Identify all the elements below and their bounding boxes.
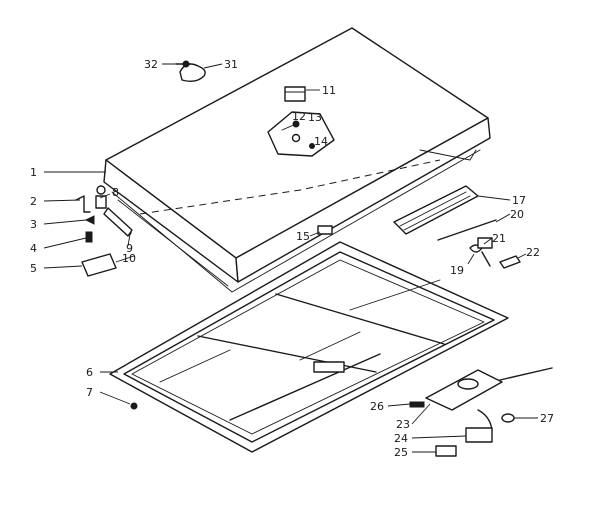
callout-26: 26	[370, 400, 384, 413]
part-11-hinge-cap	[284, 86, 306, 102]
callout-27: 27	[540, 412, 554, 425]
callout-6: 6	[86, 366, 93, 379]
light-assembly	[409, 367, 553, 457]
callout-17: 17	[512, 194, 526, 207]
callout-14: 14	[314, 135, 328, 148]
callout-7: 7	[86, 386, 93, 399]
callout-1: 1	[30, 166, 37, 179]
callout-11: 11	[322, 84, 336, 97]
callout-15: 15	[296, 230, 310, 243]
callout-4: 4	[30, 242, 37, 255]
part-12-14-bracket	[267, 111, 335, 157]
part-7-screw	[130, 402, 138, 410]
callout-13: 13	[308, 111, 322, 124]
part-31-32-handle	[175, 60, 206, 83]
callout-3: 3	[30, 218, 37, 231]
callout-23: 23	[396, 418, 410, 431]
callout-21: 21	[492, 232, 506, 245]
part-6-liner-frame	[109, 241, 509, 453]
callout-12: 12	[292, 110, 306, 123]
callout-10: 10	[122, 252, 136, 265]
leader-lines	[43, 63, 538, 453]
callout-8: 8	[112, 186, 119, 199]
callout-31: 31	[224, 58, 238, 71]
part-17-channel	[393, 185, 479, 235]
callout-5: 5	[30, 262, 37, 275]
callout-32: 32	[144, 58, 158, 71]
callout-22: 22	[526, 246, 540, 259]
callout-25: 25	[394, 446, 408, 459]
callout-20: 20	[510, 208, 524, 221]
callout-labels: 1 2 3 4 5 6 7 8 9 10 11 12 13 14 15 17 1…	[30, 58, 554, 459]
part-15-screw	[317, 225, 333, 235]
part-20-rod	[437, 219, 497, 241]
lid-assembly	[103, 27, 491, 293]
callout-19: 19	[450, 264, 464, 277]
callout-9: 9	[126, 242, 133, 255]
callout-24: 24	[394, 432, 408, 445]
callout-2: 2	[30, 195, 37, 208]
left-hinge-parts	[75, 185, 133, 277]
